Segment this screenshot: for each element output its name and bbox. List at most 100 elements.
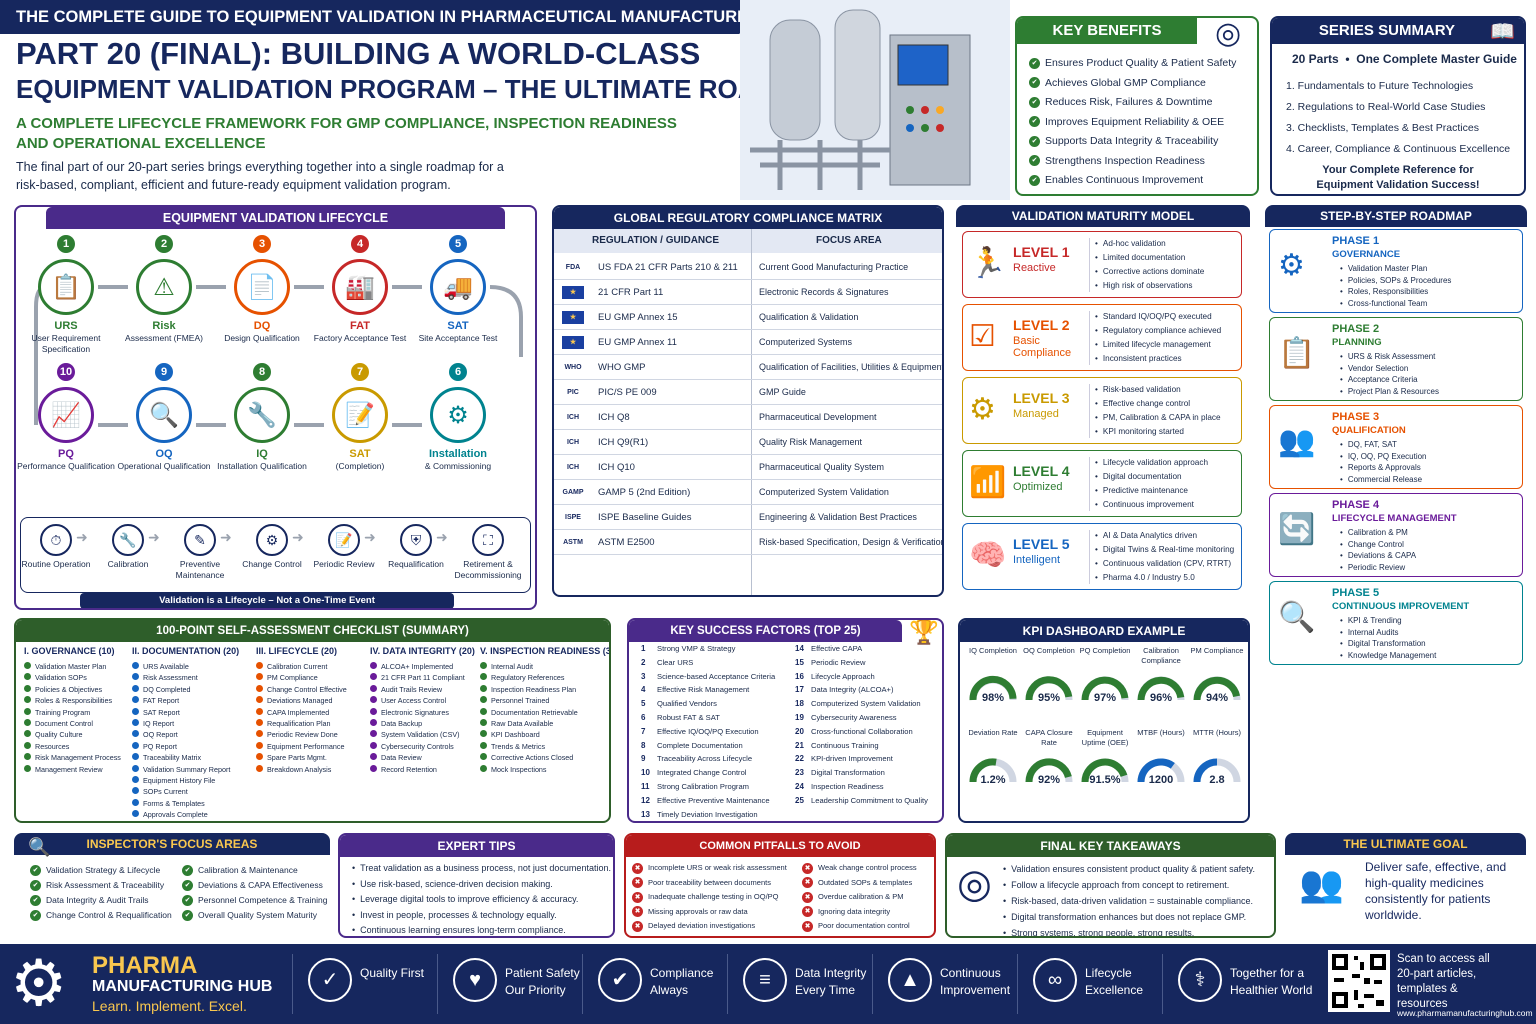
kpi-title: KPI DASHBOARD EXAMPLE xyxy=(960,620,1248,642)
regulator-logo-icon: ICH xyxy=(562,461,584,474)
op-arrow: ➜ xyxy=(364,529,376,545)
check-icon xyxy=(370,662,377,669)
check-icon xyxy=(132,707,139,715)
key-benefits-panel: KEY BENEFITS ◎ Ensures Product Quality &… xyxy=(1015,16,1259,196)
focus-item: Change Control & Requalification xyxy=(30,908,172,923)
step-number: 4 xyxy=(351,235,369,253)
factor-number: 14 xyxy=(795,644,804,653)
checklist-item: Management Review xyxy=(24,764,121,775)
step-dq-icon[interactable]: 📄 xyxy=(234,259,290,315)
checklist-column-head: IV. DATA INTEGRITY (20) xyxy=(370,646,475,656)
level-items: Standard IQ/OQ/PQ executedRegulatory com… xyxy=(1095,310,1221,366)
check-icon xyxy=(256,764,263,772)
regulator-logo-icon: ICH xyxy=(562,436,584,449)
pillar-icon: ▲ xyxy=(888,958,932,1002)
roadmap-title: STEP-BY-STEP ROADMAP xyxy=(1265,205,1527,227)
step-installation-icon[interactable]: ⚙ xyxy=(430,387,486,443)
maturity-level: ⚙LEVEL 3ManagedRisk-based validationEffe… xyxy=(962,377,1242,444)
op-icon[interactable]: 🔧 xyxy=(112,524,144,556)
kpi-value: 1.2% xyxy=(980,774,1006,786)
op-arrow: ➜ xyxy=(436,529,448,545)
compliance-matrix-panel: GLOBAL REGULATORY COMPLIANCE MATRIX REGU… xyxy=(552,205,944,597)
checklist-item-label: Data Review xyxy=(381,753,422,763)
matrix-col2: FOCUS AREA xyxy=(816,235,882,246)
step-name: FAT xyxy=(350,320,370,332)
op-icon[interactable]: 📝 xyxy=(328,524,360,556)
step-sat-icon[interactable]: 🚚 xyxy=(430,259,486,315)
op-icon[interactable]: ⛨ xyxy=(400,524,432,556)
kpi-value: 97% xyxy=(1093,692,1117,704)
subtitle-line1: A COMPLETE LIFECYCLE FRAMEWORK FOR GMP C… xyxy=(16,115,677,132)
op-icon[interactable]: ⚙ xyxy=(256,524,288,556)
pillar-icon: ✓ xyxy=(308,958,352,1002)
step-urs-icon[interactable]: 📋 xyxy=(38,259,94,315)
level-divider xyxy=(1089,311,1090,365)
op-label: Requalification xyxy=(388,559,444,569)
factor-item: Inspection Readiness xyxy=(811,782,884,791)
pitfall-item: Weak change control process xyxy=(802,861,917,876)
factor-item: Digital Transformation xyxy=(811,768,885,778)
step-number: 3 xyxy=(253,235,271,253)
phase-icon: 🔍 xyxy=(1278,601,1316,634)
checklist-item: Validation Master Plan xyxy=(24,661,121,672)
footer-url[interactable]: www.pharmamanufacturinghub.com xyxy=(1397,1008,1533,1018)
check-icon xyxy=(132,787,139,795)
op-icon[interactable]: ✎ xyxy=(184,524,216,556)
matrix-row xyxy=(554,255,942,280)
level-item: Inconsistent practices xyxy=(1095,352,1221,366)
step-number: 8 xyxy=(253,363,271,381)
subtitle-line2: AND OPERATIONAL EXCELLENCE xyxy=(16,135,266,152)
pillar-icon: ≡ xyxy=(743,958,787,1002)
factor-number: 4 xyxy=(641,685,646,695)
step-number: 6 xyxy=(449,363,467,381)
step-pq-icon[interactable]: 📈 xyxy=(38,387,94,443)
series-summary-title: SERIES SUMMARY xyxy=(1318,22,1456,39)
level-divider xyxy=(1089,238,1090,292)
factor-item: Effective Preventive Maintenance xyxy=(657,795,770,805)
pillar-line2: Improvement xyxy=(940,983,1011,997)
check-icon xyxy=(480,730,487,738)
checklist-item: Quality Culture xyxy=(24,729,121,740)
level-item: Corrective actions dominate xyxy=(1095,265,1204,279)
roadmap-phase: 👥PHASE 3QUALIFICATIONDQ, FAT, SATIQ, OQ,… xyxy=(1269,405,1523,489)
tip-item: Treat validation as a business process, … xyxy=(352,861,611,877)
factor-number: 12 xyxy=(641,795,650,805)
step-fat-icon[interactable]: 🏭 xyxy=(332,259,388,315)
kpi-label: Equipment Uptime (OEE) xyxy=(1081,728,1129,747)
step-oq-icon[interactable]: 🔍 xyxy=(136,387,192,443)
checklist-item: Document Control xyxy=(24,718,121,729)
checklist-item-label: KPI Dashboard xyxy=(491,730,540,740)
kpi-gauge xyxy=(969,758,1017,783)
step-risk-icon[interactable]: ⚠ xyxy=(136,259,192,315)
step-sat-icon[interactable]: 📝 xyxy=(332,387,388,443)
checklist-item-label: Approvals Complete xyxy=(143,810,208,820)
checklist-item: Cybersecurity Controls xyxy=(370,741,465,752)
qr-code[interactable] xyxy=(1328,950,1390,1012)
checklist-item: Regulatory References xyxy=(480,672,578,683)
operations-row xyxy=(20,517,531,593)
check-icon xyxy=(24,707,31,715)
checklist-item-label: PM Compliance xyxy=(267,673,318,683)
level-item: Lifecycle validation approach xyxy=(1095,456,1208,470)
level-icon: ☑ xyxy=(969,320,996,353)
phase-item: Acceptance Criteria xyxy=(1340,374,1439,386)
focus-item: Data Integrity & Audit Trails xyxy=(30,893,172,908)
phase-item: Validation Master Plan xyxy=(1340,263,1451,275)
factor-number: 8 xyxy=(641,740,646,750)
op-icon[interactable]: ⛶ xyxy=(472,524,504,556)
op-label: Routine Operation xyxy=(21,559,91,569)
checklist-item: Documentation Retrievable xyxy=(480,707,578,718)
checklist-item-label: Document Control xyxy=(35,719,93,729)
matrix-row xyxy=(554,280,942,305)
kpi-label: Deviation Rate xyxy=(968,728,1018,737)
target-icon: ◎ xyxy=(1215,17,1242,50)
regulation-name: ICH Q10 xyxy=(598,462,635,473)
checklist-item-label: Raw Data Available xyxy=(491,719,554,729)
kpi-label: MTTR (Hours) xyxy=(1193,728,1241,737)
checklist-column-head: I. GOVERNANCE (10) xyxy=(24,646,115,656)
op-icon[interactable]: ⏱ xyxy=(40,524,72,556)
checklist-item-label: Validation SOPs xyxy=(35,673,87,683)
step-iq-icon[interactable]: 🔧 xyxy=(234,387,290,443)
